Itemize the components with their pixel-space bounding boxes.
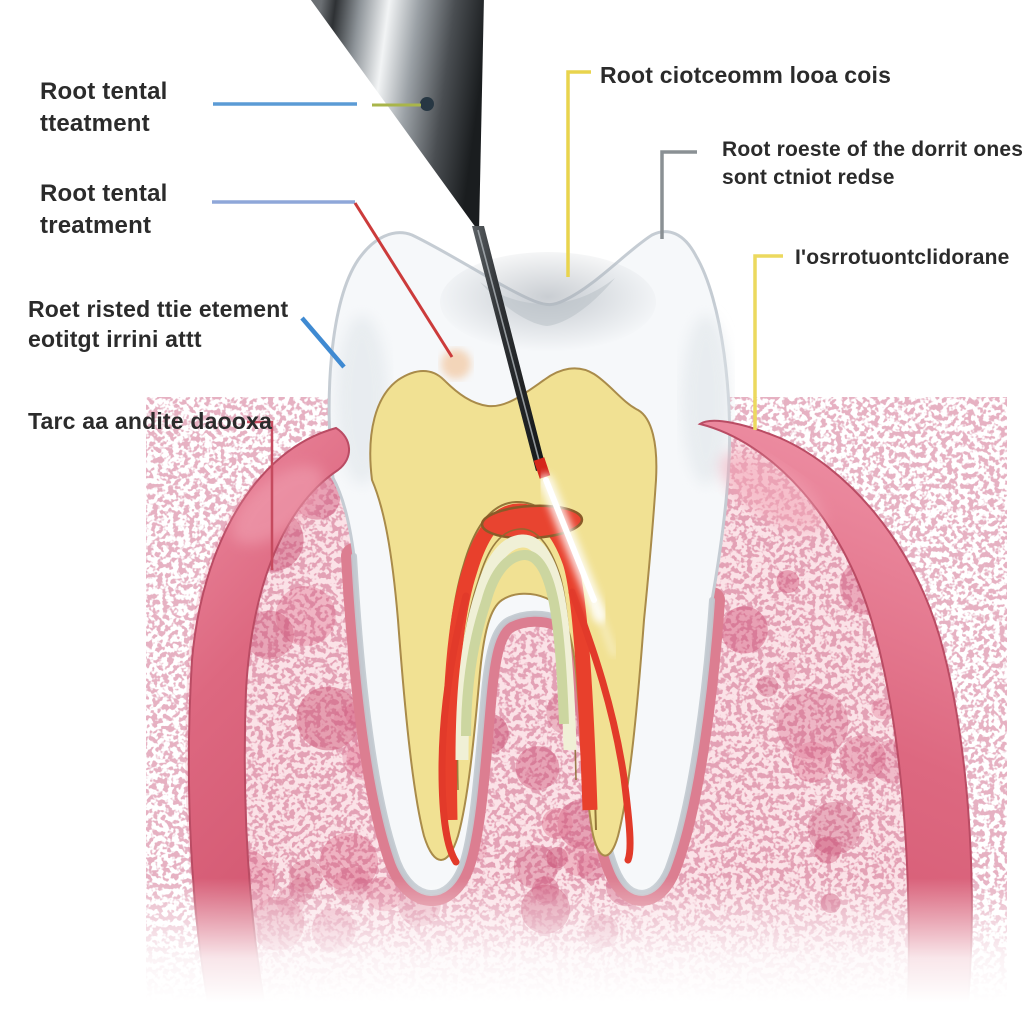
leader-lines [212, 70, 783, 570]
label-right-1: Root ciotceomm looa cois [600, 60, 891, 90]
crown-right-shading [682, 315, 730, 485]
label-left-2-line-1: Root tental [40, 180, 168, 207]
occlusal-shading [440, 252, 656, 352]
label-left-1: Root tental tteatment [40, 76, 168, 139]
label-right-2-line-1: Root roeste of the dorrit ones [722, 138, 1024, 161]
label-right-3-line-1: I'osrrotuontclidorane [795, 246, 1010, 269]
left-gum-highlight [231, 465, 325, 545]
file-cone [310, 0, 484, 232]
label-left-3-line-2: eotitgt irrini attt [28, 326, 202, 353]
label-right-2: Root roeste of the dorrit ones sont ctni… [722, 136, 1023, 191]
needle-glow-tail [591, 597, 617, 657]
label-left-2: Root tental treatment [40, 178, 168, 241]
leader-line-6-gray [660, 150, 697, 239]
label-left-3-line-1: Roet risted ttie etement [28, 296, 289, 322]
label-left-2-line-2: treatment [40, 211, 152, 239]
label-right-3: I'osrrotuontclidorane [795, 244, 1010, 272]
needle-tip [543, 477, 597, 603]
leader-line-4-red [247, 420, 274, 570]
root-canal-right [568, 588, 634, 864]
label-left-1-line-1: Root tental [40, 78, 168, 105]
label-left-1-line-2: tteatment [40, 109, 150, 137]
file-marker-dot [420, 97, 434, 111]
label-left-4-line-1: Tarc aa andite daooxa [28, 408, 273, 434]
file-shaft-highlight [477, 229, 541, 465]
leader-line-5-yellow [566, 70, 591, 277]
root-canal-left [438, 592, 470, 866]
canal-green-band [461, 550, 569, 737]
label-left-4: Tarc aa andite daooxa [28, 406, 272, 436]
leader-line-7-yellow [753, 254, 783, 430]
caries-spot [441, 349, 471, 379]
leader-line-3-blue [300, 316, 346, 369]
label-right-2-line-2: sont ctniot redse [722, 165, 895, 189]
dental-file-instrument [310, 0, 617, 657]
leader-line-2-red [353, 202, 454, 358]
occlusal-fissure [480, 278, 615, 326]
right-gum-highlight [720, 452, 824, 532]
bottom-fade [0, 878, 1024, 1024]
file-stop-band [533, 457, 551, 479]
label-right-1-line-1: Root ciotceomm looa cois [600, 62, 892, 88]
label-left-3: Roet risted ttie etement eotitgt irrini … [28, 294, 288, 355]
